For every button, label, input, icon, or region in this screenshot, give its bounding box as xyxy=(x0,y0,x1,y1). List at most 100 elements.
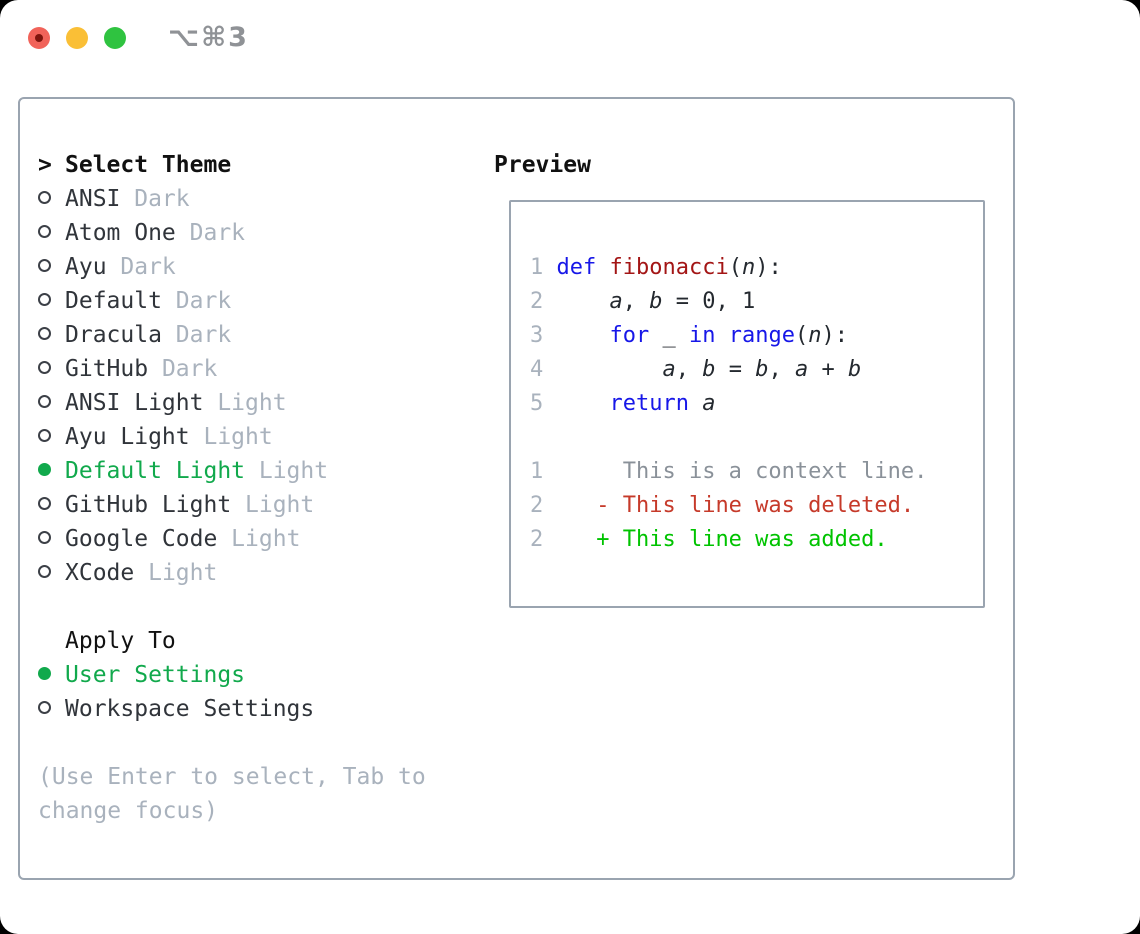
radio-unselected-icon xyxy=(38,497,51,510)
theme-option-atom-one[interactable]: Atom One Dark xyxy=(38,216,468,250)
token-ln: 1 xyxy=(530,255,557,280)
theme-variant: Light xyxy=(203,390,287,416)
token-pl xyxy=(557,391,610,416)
token-ln: 2 xyxy=(530,289,557,314)
token-var: a xyxy=(794,357,809,382)
theme-name: Ayu Light xyxy=(65,424,190,450)
theme-option-ansi[interactable]: ANSI Dark xyxy=(38,182,468,216)
radio-unselected-icon xyxy=(38,701,51,714)
radio-unselected-icon xyxy=(38,429,51,442)
token-pl: ( xyxy=(794,323,809,348)
theme-variant: Dark xyxy=(148,356,218,382)
token-ln: 4 xyxy=(530,357,557,382)
token-var: a xyxy=(609,289,623,314)
token-ln: 5 xyxy=(530,391,557,416)
token-pl: , xyxy=(768,357,795,382)
theme-option-default-light[interactable]: Default Light Light xyxy=(38,454,468,488)
theme-name: GitHub Light xyxy=(65,492,232,518)
token-kw: range xyxy=(728,323,795,348)
token-pl xyxy=(557,357,663,382)
token-pl xyxy=(715,323,728,348)
theme-variant: Dark xyxy=(161,288,232,314)
token-pl xyxy=(557,323,610,348)
token-kw: def xyxy=(556,255,597,280)
code-line: 1 This is a context line. xyxy=(530,455,983,489)
token-ln: 2 xyxy=(530,493,557,518)
preview-heading: Preview xyxy=(494,152,591,178)
token-var: b xyxy=(649,289,663,314)
theme-option-ayu[interactable]: Ayu Dark xyxy=(38,250,468,284)
minimize-button[interactable] xyxy=(66,27,88,49)
radio-unselected-icon xyxy=(38,327,51,340)
token-var: b xyxy=(847,357,862,382)
code-line: 3 for _ in range(n): xyxy=(530,319,983,353)
token-pl xyxy=(596,255,609,280)
theme-name: Ayu xyxy=(65,254,107,280)
token-pl: , xyxy=(622,289,650,314)
theme-option-github[interactable]: GitHub Dark xyxy=(38,352,468,386)
titlebar: ⌥⌘3 xyxy=(0,0,1140,80)
token-var: a xyxy=(702,391,716,416)
token-add: + This line was added. xyxy=(556,527,888,552)
hint-text: (Use Enter to select, Tab to change focu… xyxy=(38,764,426,824)
theme-option-google-code[interactable]: Google Code Light xyxy=(38,522,468,556)
radio-selected-icon xyxy=(38,463,51,476)
theme-name: GitHub xyxy=(65,356,149,382)
theme-option-default[interactable]: Default Dark xyxy=(38,284,468,318)
record-dot-icon xyxy=(35,34,43,42)
apply-option-label: User Settings xyxy=(65,662,246,688)
token-pl: + xyxy=(808,357,848,382)
token-pl: ): xyxy=(755,255,782,280)
token-fn: fibonacci xyxy=(609,255,729,280)
token-var: n xyxy=(808,323,822,348)
radio-unselected-icon xyxy=(38,565,51,578)
code-line: 2 a, b = 0, 1 xyxy=(530,285,983,319)
window-title: ⌥⌘3 xyxy=(168,22,249,53)
theme-variant: Light xyxy=(134,560,218,586)
token-pl: , xyxy=(675,357,703,382)
theme-option-ansi-light[interactable]: ANSI Light Light xyxy=(38,386,468,420)
theme-option-dracula[interactable]: Dracula Dark xyxy=(38,318,468,352)
apply-option-user-settings[interactable]: User Settings xyxy=(38,658,468,692)
theme-variant: Light xyxy=(217,526,301,552)
theme-name: Dracula xyxy=(65,322,162,348)
theme-option-xcode[interactable]: XCode Light xyxy=(38,556,468,590)
token-ln: 3 xyxy=(530,323,557,348)
radio-unselected-icon xyxy=(38,531,51,544)
apply-to-heading: Apply To xyxy=(65,628,176,654)
token-ln: 1 xyxy=(530,459,557,484)
apply-option-workspace-settings[interactable]: Workspace Settings xyxy=(38,692,468,726)
code-line: 1 def fibonacci(n): xyxy=(530,251,983,285)
token-pl: = xyxy=(715,357,756,382)
token-ln: 2 xyxy=(530,527,557,552)
theme-variant: Dark xyxy=(175,220,246,246)
token-pl: ( xyxy=(728,255,742,280)
theme-option-ayu-light[interactable]: Ayu Light Light xyxy=(38,420,468,454)
token-var: b xyxy=(755,357,769,382)
token-pl: = 0, 1 xyxy=(662,289,756,314)
close-button[interactable] xyxy=(28,27,50,49)
theme-option-github-light[interactable]: GitHub Light Light xyxy=(38,488,468,522)
theme-variant: Dark xyxy=(120,186,190,212)
token-pl xyxy=(557,289,610,314)
token-var: b xyxy=(702,357,716,382)
token-ctx: This is a context line. xyxy=(556,459,928,484)
token-var: n xyxy=(741,255,756,280)
radio-unselected-icon xyxy=(38,191,51,204)
token-kw: in xyxy=(688,323,716,348)
theme-variant: Light xyxy=(231,492,315,518)
theme-name: ANSI xyxy=(65,186,121,212)
token-pl: ): xyxy=(821,323,848,348)
token-var: a xyxy=(662,357,676,382)
radio-selected-icon xyxy=(38,667,51,680)
token-pl: _ xyxy=(649,323,689,348)
zoom-button[interactable] xyxy=(104,27,126,49)
theme-variant: Dark xyxy=(106,254,176,280)
code-line xyxy=(530,421,983,455)
